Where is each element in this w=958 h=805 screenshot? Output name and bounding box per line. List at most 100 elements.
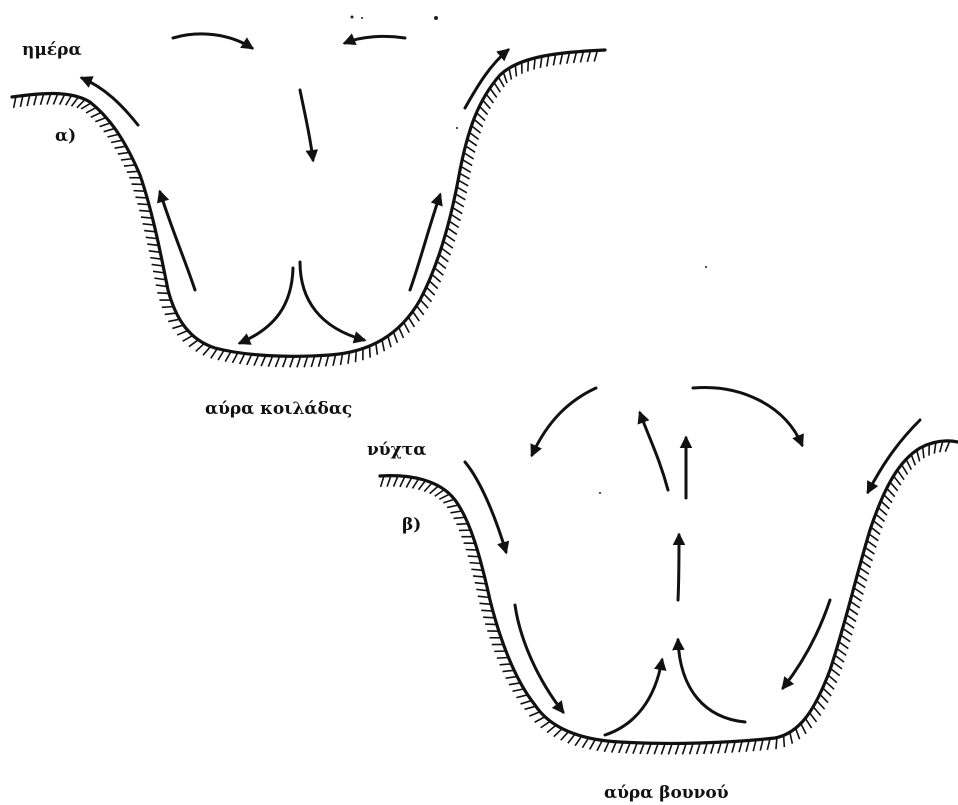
- ground-hatch-stroke: [406, 477, 412, 487]
- ground-hatch-stroke: [399, 327, 404, 338]
- ground-hatch-stroke: [837, 648, 846, 655]
- ground-hatch-stroke: [534, 58, 535, 70]
- ground-hatch-stroke: [776, 738, 777, 750]
- panel-a-caption: αύρα κοιλάδας: [205, 399, 352, 419]
- ground-hatch-stroke: [412, 479, 418, 489]
- ground-hatch-stroke: [464, 153, 474, 159]
- ground-hatch-stroke: [887, 488, 895, 496]
- ground-hatch-stroke: [852, 595, 862, 602]
- ground-hatch-stroke: [423, 293, 431, 301]
- ground-hatch-stroke: [633, 743, 637, 754]
- ground-hatch-stroke: [901, 465, 907, 475]
- ground-hatch-stroke: [268, 356, 272, 367]
- ground-hatch-stroke: [890, 482, 898, 491]
- ground-hatch-stroke: [443, 499, 454, 503]
- panel-a-valley-breeze: ημέρα α) αύρα κοιλάδας: [12, 34, 605, 419]
- ground-hatch-stroke: [111, 140, 122, 142]
- ground-hatch-stroke: [917, 450, 920, 461]
- ground-hatch-stroke: [283, 356, 287, 367]
- ground-hatch-stroke: [801, 724, 806, 734]
- ground-hatch-stroke: [612, 742, 617, 753]
- ground-hatch-stroke: [443, 241, 452, 248]
- ground-hatch-stroke: [503, 72, 507, 83]
- ground-hatch-stroke: [107, 134, 118, 137]
- ground-hatch-stroke: [417, 306, 424, 315]
- ground-hatch-stroke: [465, 146, 475, 152]
- ground-hatch-stroke: [218, 350, 224, 360]
- ground-hatch-stroke: [483, 100, 491, 109]
- ground-hatch-stroke: [582, 738, 588, 748]
- ground-hatch-stroke: [867, 541, 876, 548]
- ground-hatch-stroke: [509, 683, 520, 685]
- ground-hatch-stroke: [95, 117, 106, 121]
- panel-a-label: α): [55, 126, 76, 146]
- ground-hatch-stroke: [424, 483, 432, 492]
- arrow-floor-split-left: [240, 268, 293, 343]
- ground-hatch-stroke: [923, 447, 924, 459]
- ground-hatch-stroke: [435, 490, 445, 497]
- ground-hatch-stroke: [81, 103, 91, 109]
- ground-hatch-stroke: [434, 268, 443, 276]
- ground-hatch-stroke: [850, 601, 860, 608]
- arrow-b-rise-center: [678, 535, 679, 600]
- ground-hatch-stroke: [71, 97, 78, 106]
- ground-hatch-stroke: [66, 95, 72, 105]
- ground-hatch-stroke: [100, 123, 111, 127]
- ground-hatch-stroke: [547, 725, 556, 732]
- ground-hatch-stroke: [211, 349, 217, 359]
- ground-hatch-stroke: [121, 159, 133, 160]
- ground-hatch-stroke: [86, 107, 96, 112]
- ground-hatch-stroke: [479, 603, 491, 604]
- ground-hatch-stroke: [141, 217, 153, 218]
- ground-hatch-stroke: [118, 152, 130, 154]
- ground-hatch-stroke: [604, 741, 609, 752]
- ground-hatch-stroke: [835, 655, 844, 662]
- arrow-downslope-right-lower: [783, 600, 830, 688]
- ground-hatch-stroke: [513, 689, 524, 691]
- ground-hatch-stroke: [196, 343, 205, 351]
- panel-b-label: β): [402, 515, 421, 535]
- ground-hatch-stroke: [471, 126, 480, 133]
- ground-hatch-stroke: [447, 505, 458, 508]
- ground-hatch-stroke: [471, 569, 483, 570]
- ground-hatch-stroke: [183, 335, 193, 341]
- ground-hatch-stroke: [400, 476, 405, 487]
- ground-hatch-stroke: [871, 527, 880, 534]
- ground-hatch-stroke: [647, 743, 651, 754]
- ground-hatch-stroke: [498, 77, 504, 87]
- ground-hatch-stroke: [134, 191, 146, 192]
- ground-hatch-stroke: [597, 740, 602, 750]
- ground-hatch-stroke: [654, 743, 658, 754]
- panel-a-time-label: ημέρα: [22, 40, 82, 60]
- ground-hatch-stroke: [177, 331, 188, 336]
- ground-hatch-stroke: [477, 113, 486, 121]
- ground-hatch-stroke: [388, 336, 391, 347]
- panel-b-mountain-breeze: νύχτα β) αύρα βουνού: [367, 388, 958, 803]
- ground-hatch-stroke: [683, 743, 687, 754]
- ground-hatch-stroke: [784, 735, 785, 747]
- ground-hatch-stroke: [506, 677, 518, 679]
- ground-hatch-stroke: [445, 235, 455, 242]
- ground-hatch-stroke: [408, 317, 414, 327]
- ground-hatch-stroke: [275, 356, 279, 367]
- ground-hatch-stroke: [828, 675, 837, 683]
- ground-hatch-stroke: [461, 166, 471, 172]
- ground-hatch-stroke: [833, 662, 842, 669]
- valley-b-ground-hatching: [381, 441, 950, 754]
- ground-hatch-stroke: [813, 707, 821, 716]
- panel-b-caption: αύρα βουνού: [604, 783, 729, 803]
- ground-hatch-stroke: [470, 563, 482, 564]
- ground-hatch-stroke: [168, 319, 179, 321]
- ground-hatch-stroke: [369, 346, 370, 358]
- ground-hatch-stroke: [104, 128, 115, 131]
- ground-hatch-stroke: [165, 313, 177, 314]
- ground-hatch-stroke: [429, 281, 438, 289]
- ground-hatch-stroke: [483, 617, 495, 618]
- ground-hatch-stroke: [856, 581, 866, 588]
- scan-specks: [351, 16, 708, 495]
- ground-hatch-stroke: [568, 734, 575, 743]
- ground-hatch-stroke: [124, 165, 136, 166]
- ground-hatch-stroke: [554, 729, 562, 737]
- ground-hatch-stroke: [516, 695, 527, 698]
